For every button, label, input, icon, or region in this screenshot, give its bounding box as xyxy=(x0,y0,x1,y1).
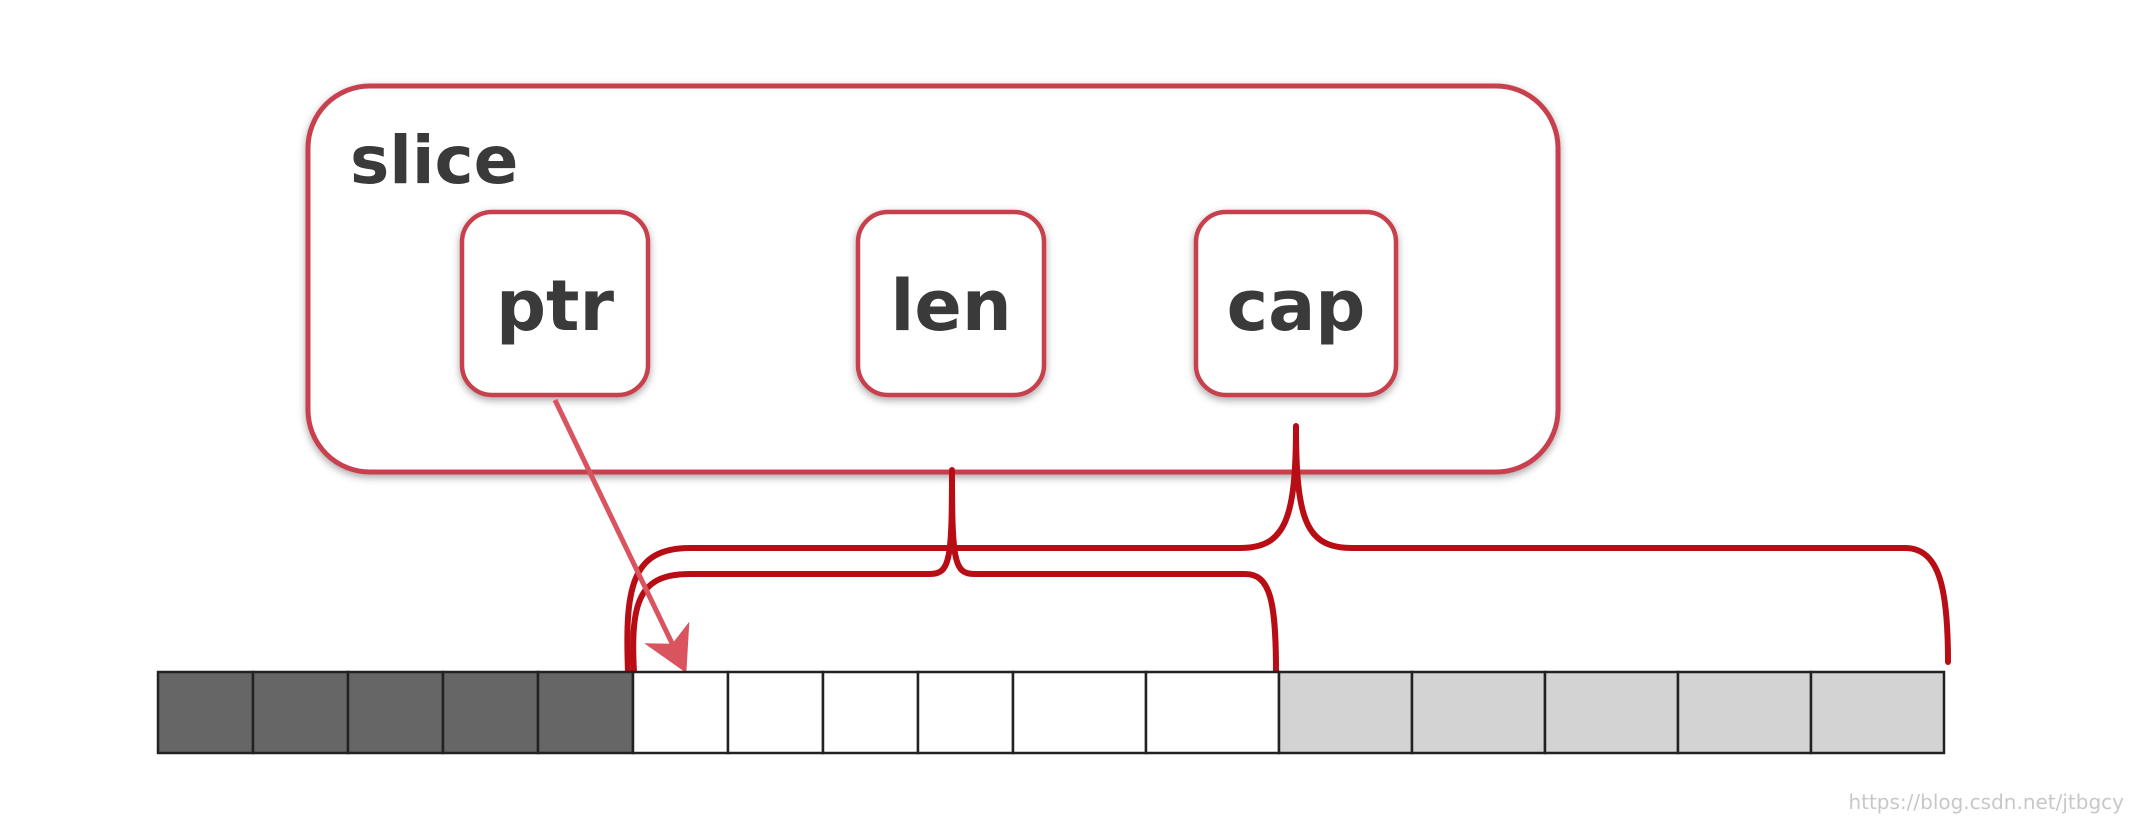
array-cell-before-3 xyxy=(441,670,540,755)
slice-title: slice xyxy=(350,122,518,199)
array-cell-len-6 xyxy=(726,670,825,755)
field-cap: cap xyxy=(1193,209,1399,398)
field-cap-box xyxy=(1193,209,1399,398)
array-cell-len-7 xyxy=(821,670,920,755)
underlying-array xyxy=(156,670,1946,755)
len-bracket xyxy=(630,467,1279,675)
field-ptr: ptr xyxy=(459,209,651,398)
ptr-arrow xyxy=(552,398,690,674)
array-cell-len-8 xyxy=(916,670,1015,755)
array-cell-cap-13 xyxy=(1543,670,1680,755)
array-cell-before-1 xyxy=(251,670,350,755)
array-cell-len-5 xyxy=(631,670,730,755)
array-cell-len-9 xyxy=(1011,670,1148,755)
field-len-label: len xyxy=(890,265,1011,347)
field-len: len xyxy=(855,209,1047,398)
array-cell-cap-12 xyxy=(1410,670,1547,755)
array-cell-cap-11 xyxy=(1277,670,1414,755)
watermark-text: https://blog.csdn.net/jtbgcy xyxy=(1848,790,2124,814)
array-cell-len-10 xyxy=(1144,670,1281,755)
field-ptr-box xyxy=(459,209,651,398)
array-cell-before-2 xyxy=(346,670,445,755)
field-ptr-label: ptr xyxy=(496,265,615,347)
array-cell-cap-14 xyxy=(1676,670,1813,755)
cap-bracket xyxy=(624,423,1951,675)
array-cell-before-0 xyxy=(156,670,255,755)
field-cap-label: cap xyxy=(1227,265,1366,347)
field-len-box xyxy=(855,209,1047,398)
array-cell-cap-15 xyxy=(1809,670,1946,755)
array-cell-before-4 xyxy=(536,670,635,755)
